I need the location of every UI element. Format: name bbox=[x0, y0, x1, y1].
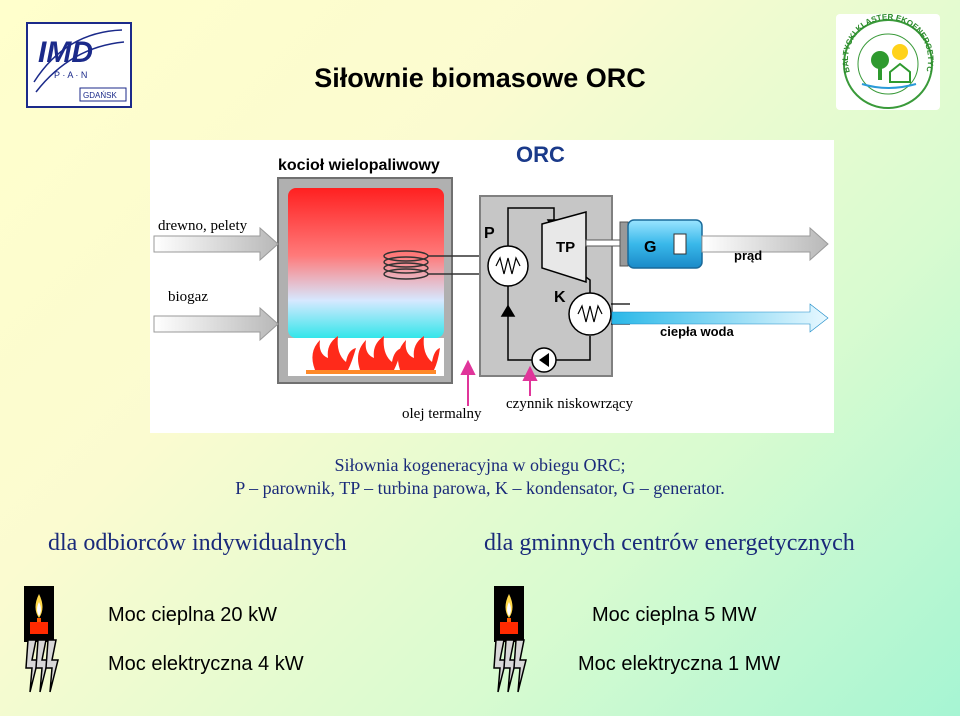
svg-text:P · A · N: P · A · N bbox=[54, 70, 87, 80]
candle-icon bbox=[24, 586, 54, 642]
orc-label: ORC bbox=[516, 142, 565, 167]
page-title: Siłownie biomasowe ORC bbox=[314, 63, 646, 93]
boiler-label: kocioł wielopaliwowy bbox=[278, 157, 440, 174]
column-heading-individual: dla odbiorców indywidualnych bbox=[48, 530, 347, 556]
svg-text:IMD: IMD bbox=[38, 36, 93, 69]
svg-text:GDAŃSK: GDAŃSK bbox=[83, 91, 117, 100]
heat-power-individual: Moc cieplna 20 kW bbox=[108, 604, 277, 626]
magenta-pointers bbox=[460, 359, 538, 406]
column-heading-municipal: dla gminnych centrów energetycznych bbox=[484, 530, 855, 556]
label-thermal-oil: olej termalny bbox=[402, 406, 482, 422]
heat-power-municipal: Moc cieplna 5 MW bbox=[592, 604, 757, 626]
candle-icon bbox=[494, 586, 524, 642]
label-working-fluid: czynnik niskowrzący bbox=[506, 396, 634, 412]
lightning-icon bbox=[24, 638, 60, 694]
output-label-hot-water: ciepła woda bbox=[660, 324, 734, 339]
turbine-shape bbox=[541, 211, 587, 284]
boiler-chamber bbox=[288, 188, 444, 338]
caption-line-1: Siłownia kogeneracyjna w obiegu ORC; bbox=[334, 455, 626, 475]
flames bbox=[306, 336, 440, 374]
electric-power-municipal: Moc elektryczna 1 MW bbox=[578, 653, 781, 675]
turbine-shaft bbox=[585, 239, 623, 247]
caption-line-2: P – parownik, TP – turbina parowa, K – k… bbox=[235, 478, 725, 498]
input-label-wood: drewno, pelety bbox=[158, 218, 248, 234]
output-arrow-hot-water bbox=[611, 303, 829, 333]
electric-power-individual: Moc elektryczna 4 kW bbox=[108, 653, 304, 675]
input-arrow-biogas bbox=[153, 306, 279, 342]
imd-pan-gdansk-logo: IMD P · A · N GDAŃSK bbox=[26, 22, 132, 108]
label-p: P bbox=[484, 225, 495, 242]
output-arrow-power bbox=[701, 226, 829, 262]
condenser-circle bbox=[568, 292, 612, 336]
label-k: K bbox=[554, 289, 566, 306]
input-arrow-wood bbox=[153, 226, 279, 262]
diagram-caption: Siłownia kogeneracyjna w obiegu ORC; P –… bbox=[0, 454, 960, 500]
label-tp: TP bbox=[556, 239, 575, 256]
baltycki-klaster-ekoenergetyczny-logo: BAŁTYCKI KLASTER EKOENERGETYCZNY bbox=[833, 7, 940, 110]
boiler-coil bbox=[383, 250, 480, 280]
coupling bbox=[619, 221, 629, 267]
evaporator-circle bbox=[487, 245, 529, 287]
lightning-icon bbox=[492, 638, 528, 694]
label-g: G bbox=[644, 239, 656, 256]
orc-diagram: kocioł wielopaliwowy ORC drewno, pelety … bbox=[150, 140, 834, 433]
input-label-biogas: biogaz bbox=[168, 289, 208, 305]
output-label-power: prąd bbox=[734, 248, 762, 263]
generator-box bbox=[627, 219, 703, 269]
